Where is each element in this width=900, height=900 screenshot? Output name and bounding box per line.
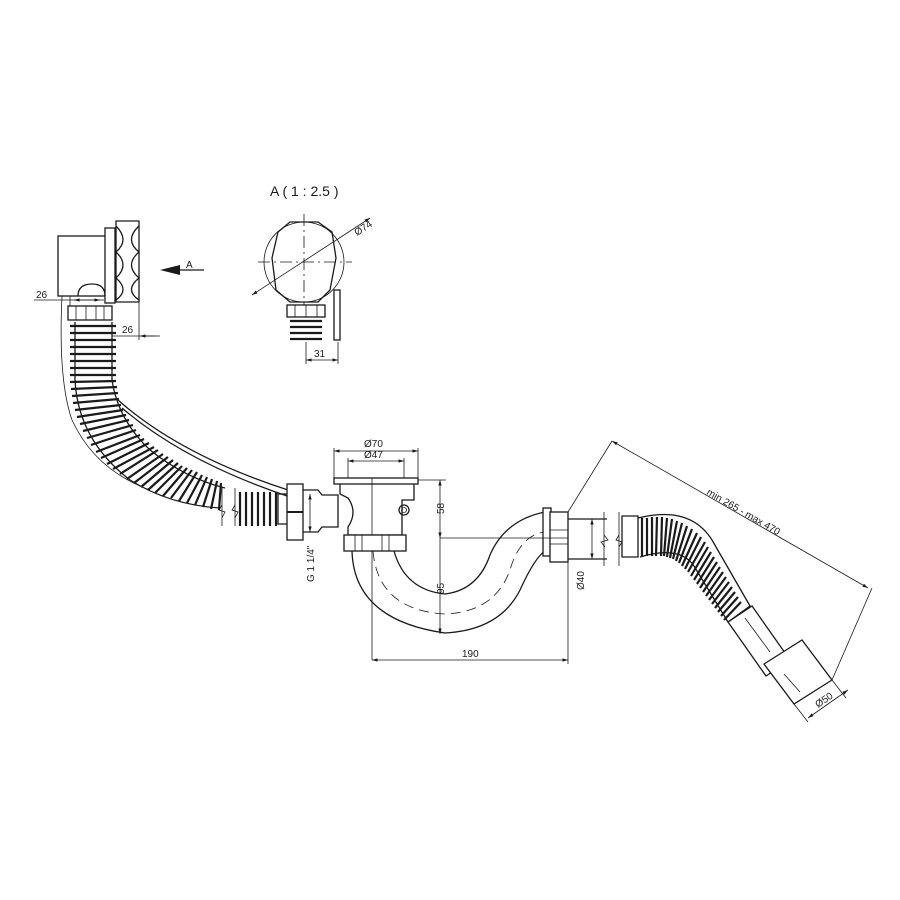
hose-ribs-vertical [69, 324, 223, 511]
trap-body [286, 477, 623, 660]
dim-detail-width: 31 [314, 349, 326, 360]
dim-hose-end-diameter: Ø50 [814, 691, 836, 711]
dim-body-outer-diameter: Ø70 [364, 439, 383, 450]
overflow-head-side-view [57, 220, 141, 321]
dim-hose-length: min 265 - max 470 [705, 487, 783, 538]
dim-thread: G 1 1/4" [306, 545, 317, 582]
dim-body-height: 58 [436, 502, 447, 514]
side-view-dimensions [34, 298, 160, 340]
right-extendable-hose [567, 440, 873, 723]
detail-view-a [251, 214, 371, 364]
dim-detail-diameter: Ø74 [353, 219, 375, 239]
dim-trap-width: 190 [462, 649, 479, 660]
dim-overflow-offset-right: 26 [122, 325, 134, 336]
hose-ribs-right [640, 516, 742, 621]
dim-trap-depth: 95 [436, 582, 447, 594]
dim-overflow-offset-left: 26 [36, 290, 48, 301]
left-corrugated-hose [60, 295, 291, 526]
view-arrow-label: A [186, 260, 193, 271]
detail-view-title: A ( 1 : 2.5 ) [270, 183, 338, 199]
trap-dimensions [333, 448, 569, 664]
view-arrow-a [160, 265, 204, 275]
hose-ribs-horizontal [238, 492, 278, 526]
dim-outlet-diameter: Ø40 [576, 571, 587, 590]
dim-body-inner-diameter: Ø47 [364, 450, 383, 461]
